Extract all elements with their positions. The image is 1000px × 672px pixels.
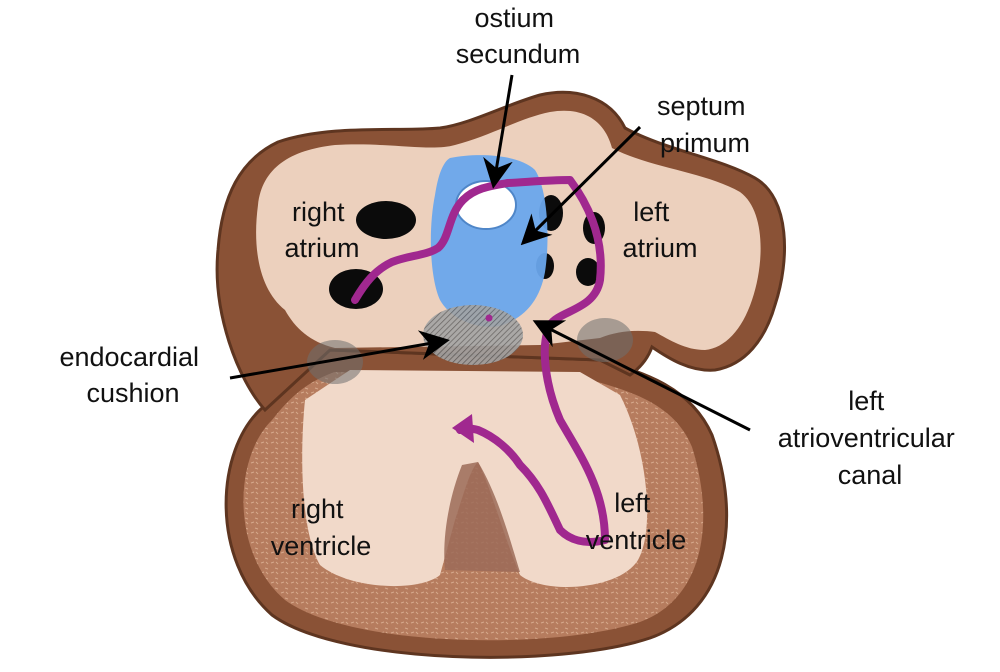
arrow-endocardial-cushion xyxy=(229,330,450,380)
vessel-opening xyxy=(576,258,600,286)
label-left-ventricle: left ventricle xyxy=(586,488,687,555)
label-left-atrioventricular-canal: left atrioventricular canal xyxy=(778,386,963,490)
flow-arrowhead xyxy=(452,414,474,443)
arrow-left-av-canal xyxy=(532,320,751,432)
interventricular-septum xyxy=(444,462,520,572)
cushion-dot xyxy=(485,314,493,322)
blood-flow-path xyxy=(351,176,609,546)
av-canal-shadow-left xyxy=(307,340,363,384)
vessel-opening xyxy=(356,201,416,239)
label-septum-primum: septum primum xyxy=(657,91,753,158)
label-right-ventricle: right ventricle xyxy=(271,494,372,561)
label-left-atrium: left atrium xyxy=(622,197,697,263)
label-endocardial-cushion: endocardial cushion xyxy=(59,342,206,408)
endocardial-cushion-shape xyxy=(423,305,523,365)
arrow-ostium-secundum xyxy=(483,74,514,189)
label-right-atrium: right atrium xyxy=(284,197,359,263)
label-ostium-secundum: ostium secundum xyxy=(456,3,581,69)
arrow-septum-primum xyxy=(520,125,642,246)
